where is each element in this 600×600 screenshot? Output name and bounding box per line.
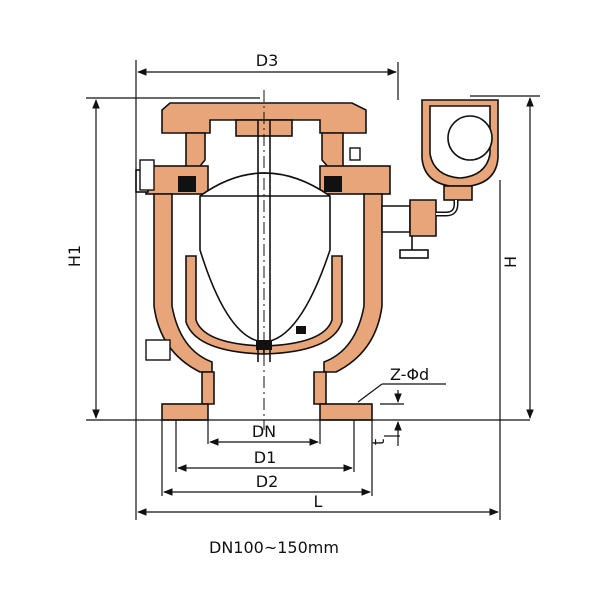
- float-ball: [199, 172, 331, 343]
- label-d2: D2: [256, 472, 279, 491]
- dimension-lines: [86, 60, 540, 520]
- label-z-phi-d: Z-Φd: [390, 365, 429, 384]
- dimension-labels: D3 H1 H Z-Φd t DN D1 D2 L: [65, 51, 520, 511]
- auxiliary-valve: [381, 99, 499, 259]
- valve-body: [135, 102, 391, 421]
- gaskets: [178, 176, 342, 350]
- label-t: t: [369, 439, 388, 445]
- label-h: H: [501, 256, 520, 268]
- stem: [257, 90, 271, 430]
- caption: DN100~150mm: [209, 538, 339, 557]
- label-l: L: [314, 492, 323, 511]
- label-h1: H1: [65, 245, 84, 267]
- label-d1: D1: [254, 448, 277, 467]
- label-dn: DN: [252, 422, 276, 441]
- side-bolts: [139, 147, 361, 361]
- label-d3: D3: [256, 51, 279, 70]
